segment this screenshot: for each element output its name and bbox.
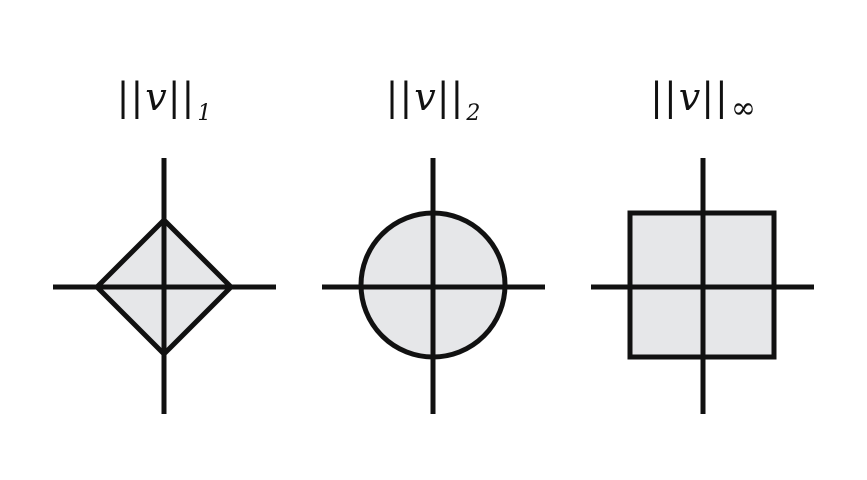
linf-variable: v [678,75,701,119]
l2-subscript: 2 [466,101,481,126]
linf-unit-ball-group [591,158,814,414]
l1-norm-label: ||v||1 [34,75,294,125]
linf-subscript: ∞ [730,91,756,126]
l1-subscript: 1 [197,101,212,126]
l2-norm-label: ||v||2 [303,75,563,125]
l2-right-bars: || [436,75,465,119]
linf-right-bars: || [701,75,729,119]
l2-norm-panel: ||v||2 [303,0,563,480]
l1-right-bars: || [167,75,196,119]
linf-left-bars: || [650,75,678,119]
l2-variable: v [414,75,436,119]
linf-norm-label: ||v||∞ [573,75,833,124]
l1-unit-ball-group [53,158,276,414]
l2-unit-ball-group [322,158,545,414]
l1-variable: v [145,75,167,119]
linf-norm-panel: ||v||∞ [573,0,833,480]
l2-left-bars: || [385,75,414,119]
l1-norm-panel: ||v||1 [34,0,294,480]
l1-left-bars: || [116,75,145,119]
